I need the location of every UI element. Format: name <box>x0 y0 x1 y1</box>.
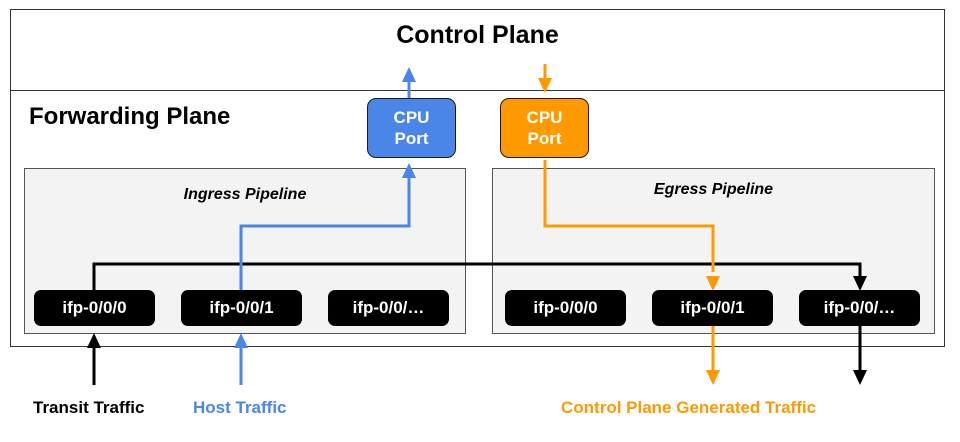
forwarding-plane-title: Forwarding Plane <box>29 103 231 130</box>
egress-port-2: ifp-0/0/… <box>799 290 920 326</box>
ingress-cpu-port-line2: Port <box>394 129 429 148</box>
host-arrowhead-to-control <box>402 67 416 82</box>
host-arrowhead-to-cpu <box>402 163 416 178</box>
ingress-cpu-port-line1: CPU <box>393 108 430 127</box>
egress-port-0: ifp-0/0/0 <box>505 290 626 326</box>
transit-traffic-label: Transit Traffic <box>33 398 145 417</box>
control-arrowhead-out <box>706 370 720 385</box>
ingress-pipeline-title: Ingress Pipeline <box>183 186 307 203</box>
egress-pipeline-title: Egress Pipeline <box>653 181 774 198</box>
egress-port-1: ifp-0/0/1 <box>652 290 773 326</box>
control-arrowhead-to-cpu <box>538 78 552 93</box>
ingress-cpu-port: CPU Port <box>367 98 456 158</box>
egress-cpu-port-line2: Port <box>527 129 562 148</box>
transit-arrowhead-in <box>87 333 101 348</box>
control-plane-traffic-label: Control Plane Generated Traffic <box>561 398 817 417</box>
ingress-port-2: ifp-0/0/… <box>328 290 449 326</box>
egress-cpu-port: CPU Port <box>500 98 589 158</box>
control-traffic-path <box>543 64 715 372</box>
ingress-port-1: ifp-0/0/1 <box>181 290 302 326</box>
transit-traffic-path <box>92 262 862 385</box>
control-plane-title: Control Plane <box>396 21 559 49</box>
transit-arrowhead-out <box>853 370 867 385</box>
egress-cpu-port-line1: CPU <box>526 108 563 127</box>
transit-arrowhead-mid <box>853 276 867 291</box>
control-arrowhead-to-port <box>706 276 720 291</box>
ingress-port-0: ifp-0/0/0 <box>34 290 155 326</box>
host-traffic-label: Host Traffic <box>193 398 287 417</box>
host-traffic-path <box>239 80 411 385</box>
control-plane-box: Control Plane <box>10 9 945 91</box>
host-arrowhead-in <box>234 333 248 348</box>
